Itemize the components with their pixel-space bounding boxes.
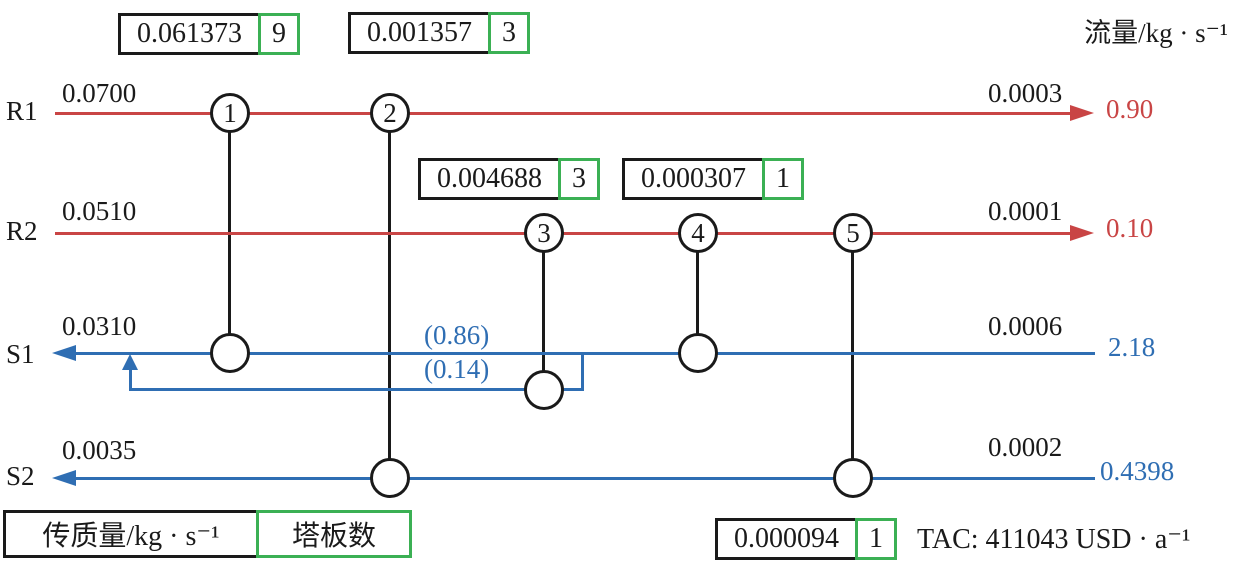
s2-flowrate: 0.4398 bbox=[1100, 456, 1175, 486]
match-5-number: 5 bbox=[846, 217, 860, 248]
match-3-databox: 0.004688 3 bbox=[418, 158, 600, 200]
r2-arrowhead-icon bbox=[1070, 225, 1094, 241]
connector-match-5 bbox=[851, 233, 854, 478]
match-2-circle: 2 bbox=[370, 93, 410, 133]
stream-line-r1 bbox=[55, 112, 1075, 115]
s2-arrowhead-icon bbox=[52, 470, 76, 486]
match-1-number: 1 bbox=[223, 97, 237, 128]
match-3-number: 3 bbox=[537, 217, 551, 248]
match-1-mass-transfer: 0.061373 bbox=[118, 13, 261, 55]
match-2-s2-circle bbox=[370, 458, 410, 498]
s2-inlet-value: 0.0002 bbox=[988, 432, 1063, 462]
s1-inlet-value: 0.0006 bbox=[988, 311, 1063, 341]
match-5-mass-transfer: 0.000094 bbox=[715, 518, 858, 560]
s1-branch-split-riser bbox=[581, 353, 584, 391]
s1-branch-return-riser bbox=[129, 367, 132, 390]
match-3-s1-branch-circle bbox=[524, 370, 564, 410]
flow-unit-label: 流量/kg · s⁻¹ bbox=[1084, 18, 1228, 48]
stream-line-r2 bbox=[55, 232, 1075, 235]
match-4-circle: 4 bbox=[678, 213, 718, 253]
stream-label-r2: R2 bbox=[6, 216, 38, 246]
match-4-tray-count: 1 bbox=[762, 158, 804, 200]
s1-flowrate: 2.18 bbox=[1108, 332, 1156, 362]
match-5-circle: 5 bbox=[833, 213, 873, 253]
match-1-tray-count: 9 bbox=[258, 13, 300, 55]
connector-match-3 bbox=[542, 233, 545, 390]
legend-mass-transfer-unit: 传质量/kg · s⁻¹ bbox=[3, 510, 259, 558]
match-2-mass-transfer: 0.001357 bbox=[348, 12, 491, 54]
r1-flowrate: 0.90 bbox=[1106, 94, 1154, 124]
match-5-s2-circle bbox=[833, 458, 873, 498]
match-1-databox: 0.061373 9 bbox=[118, 13, 300, 55]
match-4-mass-transfer: 0.000307 bbox=[622, 158, 765, 200]
match-3-mass-transfer: 0.004688 bbox=[418, 158, 561, 200]
connector-match-2 bbox=[388, 113, 391, 478]
stream-label-s1: S1 bbox=[6, 339, 35, 369]
match-1-circle: 1 bbox=[210, 93, 250, 133]
match-5-tray-count: 1 bbox=[855, 518, 897, 560]
s1-split-branch-fraction: (0.14) bbox=[424, 354, 490, 384]
match-5-databox: 0.000094 1 bbox=[715, 518, 897, 560]
match-3-tray-count: 3 bbox=[558, 158, 600, 200]
r1-inlet-value: 0.0700 bbox=[62, 78, 137, 108]
match-2-tray-count: 3 bbox=[488, 12, 530, 54]
s2-outlet-value: 0.0035 bbox=[62, 435, 137, 465]
s1-outlet-value: 0.0310 bbox=[62, 311, 137, 341]
stream-line-s2 bbox=[72, 477, 1095, 480]
match-4-databox: 0.000307 1 bbox=[622, 158, 804, 200]
s1-split-main-fraction: (0.86) bbox=[424, 320, 490, 350]
stream-label-r1: R1 bbox=[6, 96, 38, 126]
stream-label-s2: S2 bbox=[6, 461, 35, 491]
s1-branch-return-arrowhead-icon bbox=[122, 354, 138, 370]
match-4-number: 4 bbox=[691, 217, 705, 248]
r1-outlet-value: 0.0003 bbox=[988, 78, 1063, 108]
match-2-number: 2 bbox=[383, 97, 397, 128]
r1-arrowhead-icon bbox=[1070, 105, 1094, 121]
s1-branch-line bbox=[129, 388, 584, 391]
r2-flowrate: 0.10 bbox=[1106, 213, 1154, 243]
match-3-circle: 3 bbox=[524, 213, 564, 253]
legend-tray-count: 塔板数 bbox=[256, 510, 412, 558]
match-4-s1-circle bbox=[678, 333, 718, 373]
r2-outlet-value: 0.0001 bbox=[988, 196, 1063, 226]
match-1-s1-circle bbox=[210, 333, 250, 373]
tac-value: TAC: 411043 USD · a⁻¹ bbox=[917, 524, 1191, 555]
s1-arrowhead-icon bbox=[52, 345, 76, 361]
connector-match-4 bbox=[696, 233, 699, 353]
r2-inlet-value: 0.0510 bbox=[62, 196, 137, 226]
match-2-databox: 0.001357 3 bbox=[348, 12, 530, 54]
